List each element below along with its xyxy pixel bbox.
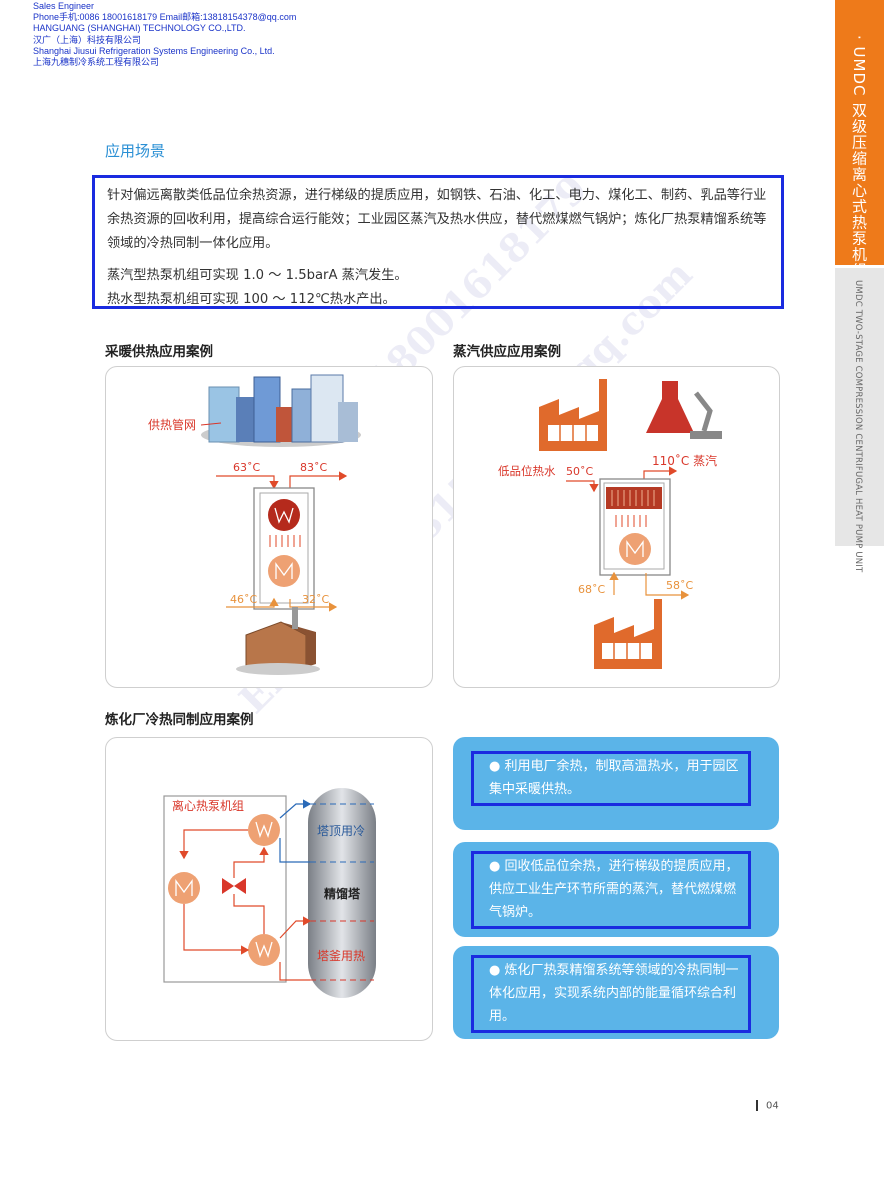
case1-t-in-top: 63˚C <box>233 461 260 474</box>
case1-title: 采暖供热应用案例 <box>105 344 213 360</box>
factory-icon <box>539 379 607 451</box>
case2-t-water: 50˚C <box>566 465 593 478</box>
compressor-icon <box>619 533 651 565</box>
case2-t-out-bottom: 58˚C <box>666 579 693 592</box>
expansion-valve-icon <box>222 878 246 894</box>
case2-diagram: 低品位热水 50˚C 110˚C 蒸汽 68˚C 58˚C <box>498 379 722 669</box>
bullet-card-2: ● 回收低品位余热，进行梯级的提质应用，供应工业生产环节所需的蒸汽，替代燃煤燃气… <box>453 842 779 937</box>
bullet-text-3: ● 炼化厂热泵精馏系统等领域的冷热同制一体化应用，实现系统内部的能量循环综合利用… <box>471 955 751 1033</box>
low-grade-water-label: 低品位热水 <box>498 464 556 478</box>
contact-info: Sales Engineer Phone手机:0086 18001618179 … <box>33 1 296 68</box>
heat-pump-unit-label: 离心热泵机组 <box>172 798 244 813</box>
contact-title: Sales Engineer <box>33 1 95 11</box>
lab-flask-icon <box>646 381 722 439</box>
intro-paragraph: 针对偏远离散类低品位余热资源，进行梯级的提质应用，如钢铁、石油、化工、电力、煤化… <box>107 188 767 251</box>
case1-t-out-bottom: 32˚C <box>302 593 329 606</box>
page-number: 04 <box>756 1100 779 1112</box>
case2-card: 低品位热水 50˚C 110˚C 蒸汽 68˚C 58˚C <box>453 366 780 688</box>
heating-network-label: 供热管网 <box>148 417 196 432</box>
intro-water-line: 热水型热泵机组可实现 100 ～ 112℃热水产出。 <box>107 292 396 307</box>
intro-box: 针对偏远离散类低品位余热资源，进行梯级的提质应用，如钢铁、石油、化工、电力、煤化… <box>92 175 784 309</box>
factory-bottom-icon <box>594 599 662 669</box>
contact-company-cn: 汉广（上海）科技有限公司 <box>33 34 142 45</box>
case3-diagram: 离心热泵机组 塔顶用冷 精馏塔 塔釜用热 <box>163 788 376 998</box>
tower-label: 精馏塔 <box>324 886 361 901</box>
contact-company2-en: Shanghai Jiusui Refrigeration Systems En… <box>33 45 275 56</box>
intro-steam-line: 蒸汽型热泵机组可实现 1.0 ～ 1.5barA 蒸汽发生。 <box>107 268 408 283</box>
steam-output-label: 110˚C 蒸汽 <box>652 453 717 468</box>
case1-card: 供热管网 63˚C 83˚C 46˚C 32˚C <box>105 366 433 688</box>
side-title-cn: · UMDC 双级压缩离心式热泵机组 · <box>850 35 868 290</box>
case1-t-out-top: 83˚C <box>300 461 327 474</box>
case2-title: 蒸汽供应应用案例 <box>453 344 561 360</box>
case2-t-in-bottom: 68˚C <box>578 583 605 596</box>
contact-phone-email: Phone手机:0086 18001618179 Email邮箱:1381815… <box>33 12 297 23</box>
compressor-icon <box>268 555 300 587</box>
bottom-heat-exchanger-icon <box>248 934 280 966</box>
case1-diagram: 供热管网 63˚C 83˚C 46˚C 32˚C <box>148 374 361 675</box>
side-tab-title: · UMDC 双级压缩离心式热泵机组 · <box>835 0 884 290</box>
factory-building-icon <box>236 607 320 675</box>
compressor-icon <box>168 872 200 904</box>
side-title-en: UMDC TWO-STAGE COMPRESSION CENTRIFUGAL H… <box>853 280 863 573</box>
bullet-card-3: ● 炼化厂热泵精馏系统等领域的冷热同制一体化应用，实现系统内部的能量循环综合利用… <box>453 946 779 1039</box>
side-tab-subtitle: UMDC TWO-STAGE COMPRESSION CENTRIFUGAL H… <box>835 268 884 572</box>
bullet-card-1: ● 利用电厂余热，制取高温热水，用于园区集中采暖供热。 <box>453 737 779 830</box>
section-title: 应用场景 <box>105 142 166 160</box>
contact-company2-cn: 上海九穗制冷系统工程有限公司 <box>33 57 160 68</box>
top-heat-exchanger-icon <box>248 814 280 846</box>
case1-t-in-bottom: 46˚C <box>230 593 257 606</box>
bottom-heating-label: 塔釜用热 <box>317 948 365 963</box>
bullet-text-2: ● 回收低品位余热，进行梯级的提质应用，供应工业生产环节所需的蒸汽，替代燃煤燃气… <box>471 851 751 929</box>
distillation-tower-icon <box>308 788 376 998</box>
page-number-text: 04 <box>766 1100 779 1112</box>
bullet-text-1: ● 利用电厂余热，制取高温热水，用于园区集中采暖供热。 <box>471 751 751 806</box>
city-buildings-icon <box>201 374 361 447</box>
contact-company-en: HANGUANG (SHANGHAI) TECHNOLOGY CO.,LTD. <box>33 23 246 34</box>
case3-title: 炼化厂冷热同制应用案例 <box>105 712 254 728</box>
case3-card: 离心热泵机组 塔顶用冷 精馏塔 塔釜用热 <box>105 737 433 1041</box>
condenser-icon <box>268 499 300 531</box>
top-cooling-label: 塔顶用冷 <box>317 824 365 838</box>
